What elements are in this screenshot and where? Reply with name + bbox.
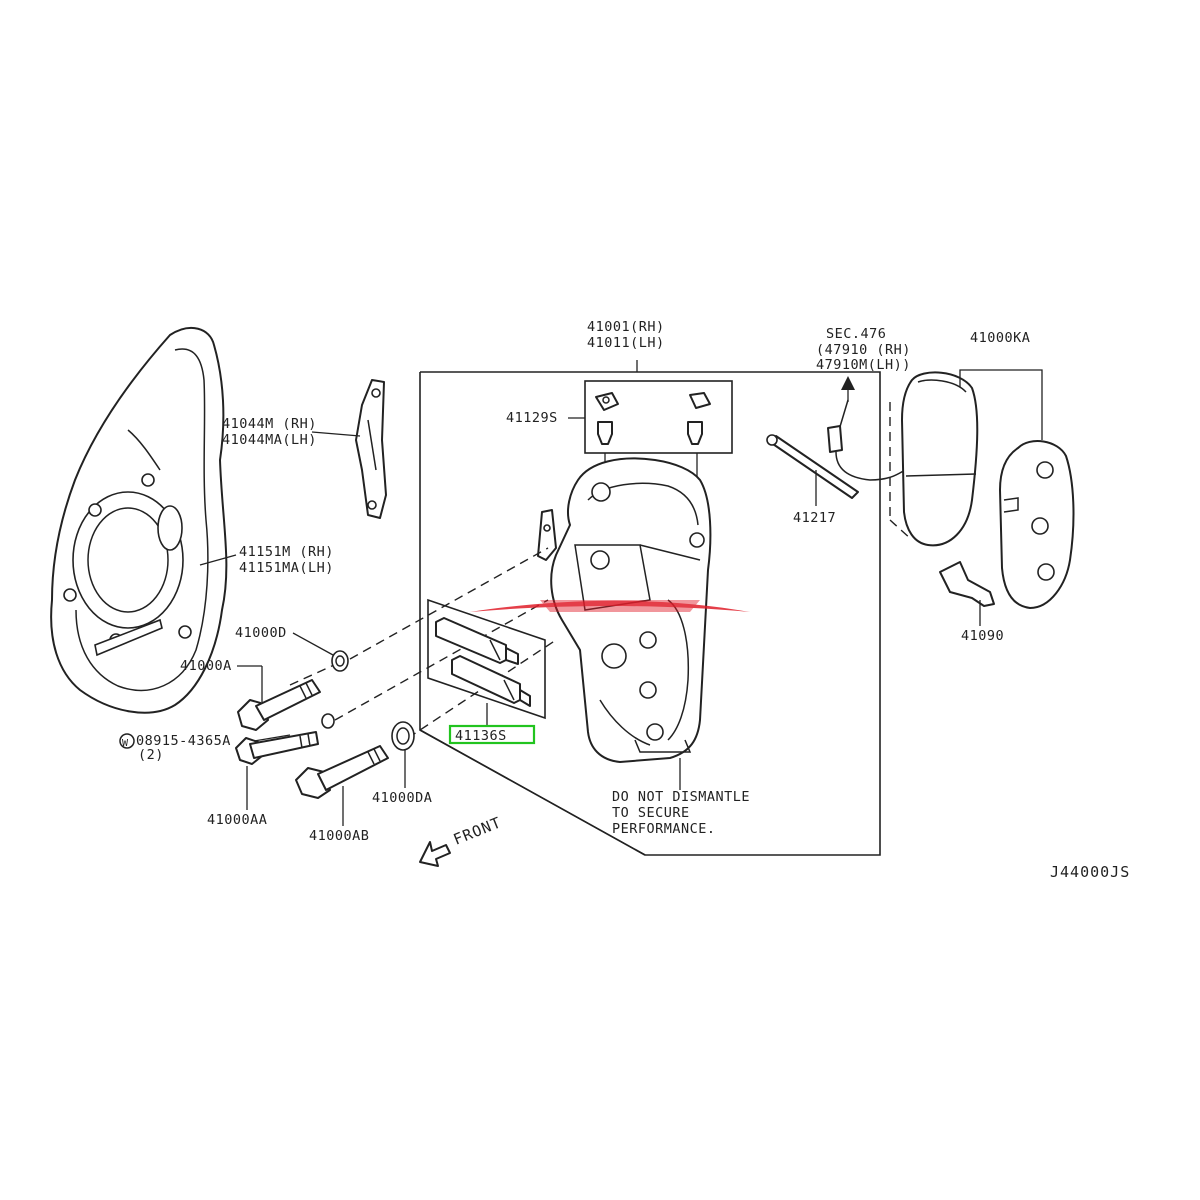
label-08915-qty: (2) [138,747,164,763]
label-front: FRONT [451,813,504,848]
bolt-08915-part [235,731,319,765]
dust-shield-part [50,326,228,714]
arrow-up-icon [841,376,855,390]
bleeder-kit-box [568,380,733,500]
note-line-1: DO NOT DISMANTLE [612,789,750,805]
washer-41000d-part [331,650,349,672]
label-41000aa: 41000AA [207,812,267,828]
wear-sensor-part [827,376,906,481]
label-41044m: 41044M (RH) [222,416,317,432]
label-41136s: 41136S [455,728,507,744]
label-41001: 41001(RH) [587,319,665,335]
label-47910m: 47910M(LH)) [816,357,911,373]
bracket-part [355,379,387,519]
label-41011: 41011(LH) [587,335,665,351]
label-41000a: 41000A [180,658,232,674]
note-line-3: PERFORMANCE. [612,821,716,837]
label-41044ma: 41044MA(LH) [222,432,317,448]
bolt-41000ab-part [295,745,389,799]
label-41000ka: 41000KA [970,330,1030,346]
brake-pad-outer-part [999,440,1075,609]
note-line-2: TO SECURE [612,805,690,821]
label-41000da: 41000DA [372,790,432,806]
caliper-body-part [550,457,712,763]
pad-shim-part [939,561,995,607]
label-08915: 08915-4365A [136,733,231,749]
washer-41000da-part [391,721,415,751]
label-08915-symbol: W [122,738,129,749]
label-41090: 41090 [961,628,1004,644]
label-41000d: 41000D [235,625,287,641]
watermark-logo [470,600,750,612]
label-41129s: 41129S [506,410,558,426]
washer-symbol-icon [119,733,135,749]
brake-pad-inner-part [889,371,979,547]
pad-pin-part [766,434,859,499]
diagram-code: J44000JS [1050,863,1130,881]
highlight-box-41136s [448,724,536,745]
caliper-assembly-box [419,360,881,856]
label-41000ab: 41000AB [309,828,369,844]
front-arrow-icon [419,841,451,867]
bolt-41000a-part [237,679,321,731]
guide-lines [289,547,557,739]
caliper-clip-part [537,509,557,561]
label-sec476: SEC.476 [826,326,886,342]
washer-small-part [321,713,335,729]
label-41217: 41217 [793,510,836,526]
label-41151m: 41151M (RH) [239,544,334,560]
pin-kit-box [427,598,546,720]
label-47910: (47910 (RH) [816,342,911,358]
label-41151ma: 41151MA(LH) [239,560,334,576]
